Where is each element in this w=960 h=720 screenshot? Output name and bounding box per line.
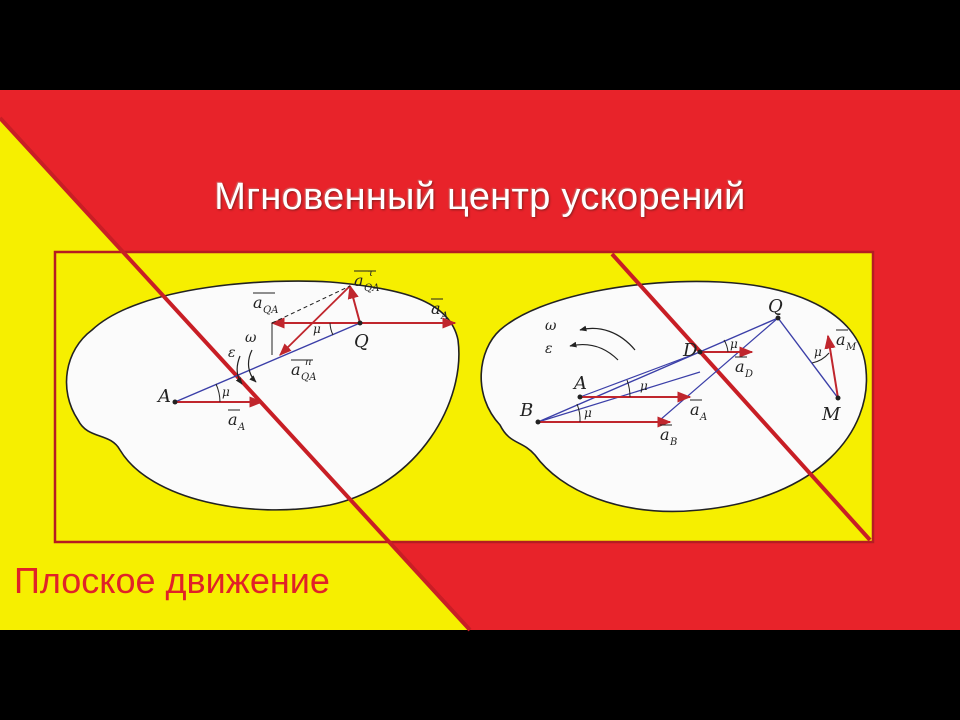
label-accel-b: a (660, 425, 670, 444)
label-accel-n-sub: QA (301, 372, 316, 383)
omega-arrow (235, 355, 243, 385)
diagonal-stripe-right (610, 252, 872, 542)
label-accel-a-bottom-sub: A (237, 422, 245, 433)
bottom-black-band (0, 630, 960, 720)
label-accel-qa: a (253, 293, 263, 312)
label-mu-left-1: μ (222, 385, 230, 399)
label-accel-a-right-sub: A (440, 311, 448, 322)
label-accel-m-sub: M (845, 342, 857, 353)
label-accel-a-sub: A (699, 412, 707, 423)
label-accel-m: a (836, 330, 846, 349)
angle-arc-a (626, 379, 631, 398)
left-diagram: A Q a A a A a QA a QA τ a QA n ω ε μ μ (156, 268, 457, 433)
point-d-dot (697, 349, 703, 355)
left-rigid-body (65, 280, 460, 511)
label-accel-tau-sub: QA (364, 283, 379, 294)
label-point-m: M (821, 404, 841, 425)
point-q-dot (775, 315, 781, 321)
label-accel-n: a (291, 360, 301, 379)
label-accel-d: a (735, 357, 745, 376)
line-b-q (537, 317, 779, 423)
angle-arc-d (723, 339, 729, 353)
label-epsilon-left: ε (228, 345, 236, 361)
label-accel-tau-sup: τ (368, 268, 374, 279)
line-q-ab (659, 317, 779, 421)
label-mu-right-3: μ (730, 337, 738, 351)
label-accel-a-right: a (431, 299, 441, 318)
label-point-q: Q (354, 331, 369, 352)
label-omega-left: ω (245, 330, 257, 346)
label-mu-left-2: μ (313, 322, 321, 336)
diagonal-stripe-left (0, 116, 472, 632)
label-accel-n-sup: n (305, 357, 311, 368)
epsilon-curve-arrow (569, 341, 619, 361)
label-point-q: Q (768, 296, 783, 317)
vector-a-qa-tau (347, 284, 361, 324)
angle-arc-m (811, 352, 830, 364)
angle-arc-mu-1 (215, 383, 221, 403)
label-point-d: D (682, 340, 698, 361)
label-accel-qa-sub: QA (263, 305, 278, 316)
point-m-dot (835, 395, 841, 401)
line-a-d (579, 351, 701, 398)
label-mu-right-1: μ (584, 406, 592, 420)
label-omega-right: ω (545, 318, 557, 334)
slide-title: Мгновенный центр ускорений (214, 176, 746, 218)
epsilon-arrow (247, 349, 257, 383)
top-black-band (0, 0, 960, 90)
slide-subtitle: Плоское движение (14, 560, 330, 601)
dashed-construction-1 (271, 285, 351, 324)
label-epsilon-right: ε (545, 341, 553, 357)
vector-a-m (824, 334, 839, 399)
label-point-a: A (156, 386, 171, 407)
point-q-dot (357, 320, 363, 326)
vector-a-qa-n (279, 285, 351, 356)
angle-arc-mu-2 (329, 322, 334, 336)
label-point-a: A (572, 373, 587, 394)
line-a-q (174, 322, 361, 403)
line-q-m (777, 317, 839, 399)
label-accel-a: a (690, 400, 700, 419)
point-a-dot (172, 399, 178, 405)
omega-curve-arrow (579, 325, 636, 351)
label-mu-right-4: μ (814, 345, 822, 359)
label-accel-tau: a (354, 271, 364, 290)
angle-arc-b (576, 403, 581, 423)
label-point-b: B (519, 400, 533, 421)
point-b-dot (535, 419, 541, 425)
label-mu-right-2: μ (640, 379, 648, 393)
label-accel-d-sub: D (744, 369, 753, 380)
label-accel-b-sub: B (669, 437, 677, 448)
label-accel-a-bottom: a (228, 410, 238, 429)
right-diagram: B A D Q M a B a A a D a M ω ε μ μ μ μ (519, 296, 857, 448)
point-a-dot (577, 394, 583, 400)
